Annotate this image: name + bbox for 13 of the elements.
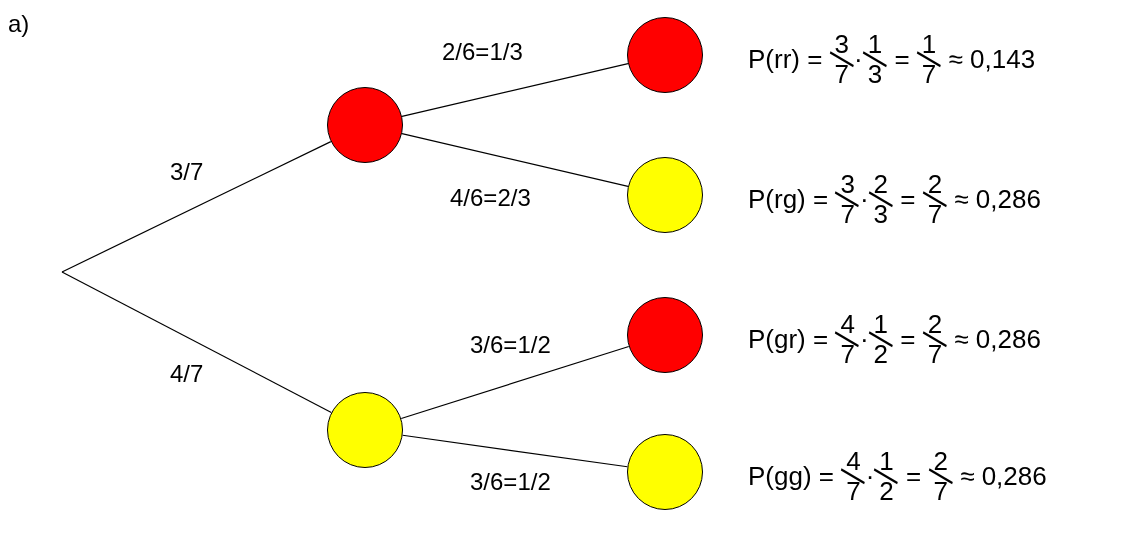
- edge-label: 3/7: [170, 160, 204, 184]
- tree-branch: [61, 271, 332, 414]
- edge-label: 3/6=1/2: [470, 333, 551, 357]
- tree-branch: [400, 345, 630, 420]
- tree-branch: [402, 434, 628, 468]
- edge-label: 4/6=2/3: [450, 186, 531, 210]
- edge-label: 4/7: [170, 362, 204, 386]
- edge-label: 3/6=1/2: [470, 470, 551, 494]
- part-label: a): [8, 12, 30, 36]
- edge-label: 2/6=1/3: [442, 40, 523, 64]
- tree-branch: [401, 63, 629, 117]
- tree-branch: [61, 141, 332, 273]
- tree-branch: [401, 133, 629, 187]
